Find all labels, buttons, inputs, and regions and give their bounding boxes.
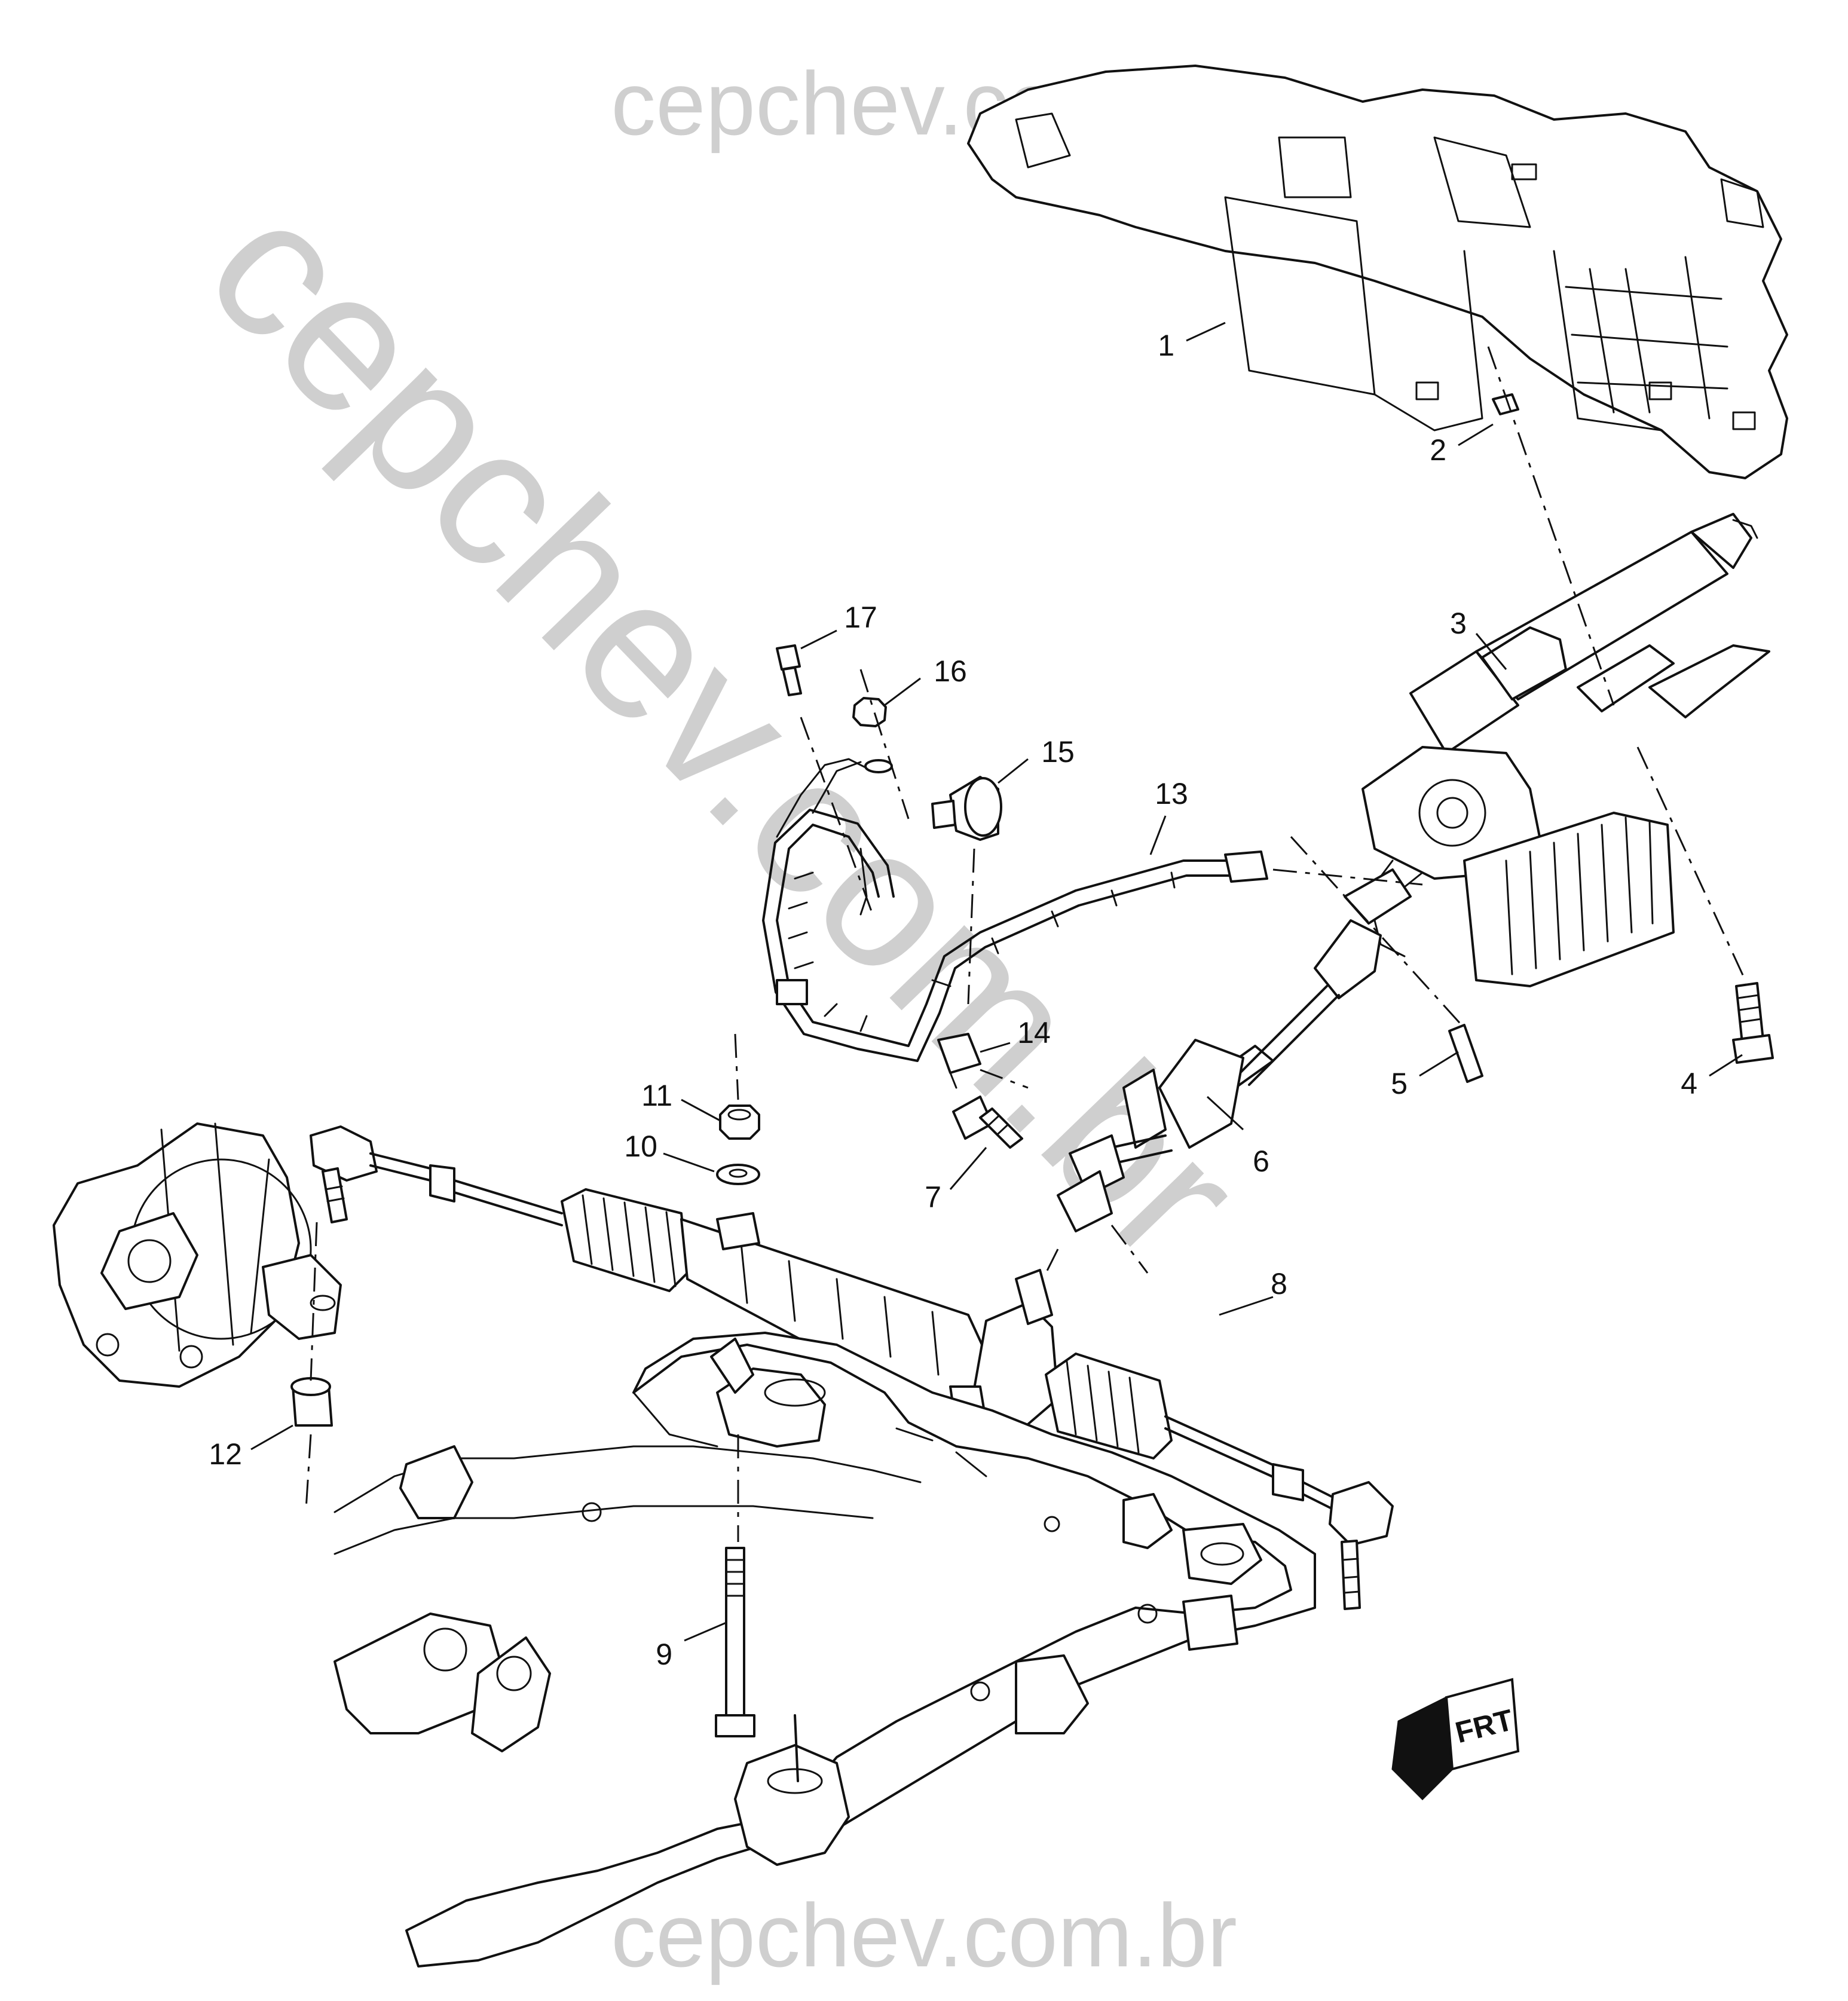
callout-10: 10	[624, 1130, 657, 1163]
callout-5: 5	[1391, 1067, 1408, 1100]
part-nut-11	[719, 1104, 760, 1140]
part-bolt-9	[715, 1547, 755, 1737]
part-subframe	[334, 1332, 1316, 1968]
part-steering-gear	[310, 1125, 1394, 1610]
part-knuckle-brake-assembly	[53, 1122, 342, 1388]
callout-16: 16	[934, 654, 967, 688]
part-bolt-7	[952, 1096, 1023, 1149]
part-steering-column	[1361, 513, 1770, 987]
part-instrument-panel-carrier	[967, 65, 1788, 479]
callout-4: 4	[1681, 1067, 1697, 1100]
part-grommet-15	[931, 776, 1002, 841]
leader-lines	[250, 322, 1743, 1642]
callout-17: 17	[844, 601, 877, 634]
callout-11: 11	[641, 1079, 672, 1112]
callout-12: 12	[209, 1437, 242, 1471]
callout-13: 13	[1155, 777, 1188, 810]
part-nut-16	[852, 697, 887, 727]
callout-3: 3	[1450, 607, 1467, 640]
callout-14: 14	[1017, 1016, 1051, 1050]
assembly-lines	[305, 346, 1746, 1542]
part-intermediate-shaft	[1057, 868, 1412, 1232]
callout-1: 1	[1158, 329, 1174, 362]
callout-6: 6	[1253, 1145, 1269, 1178]
callout-labels: 1 2 3 4 5 6 7 8 9 10 11 12 13 14 15 16 1…	[209, 329, 1697, 1671]
callout-8: 8	[1271, 1267, 1287, 1301]
callout-7: 7	[925, 1180, 941, 1214]
part-pin-5	[1448, 1024, 1483, 1083]
watermark-bottom: cepchev.com.br	[611, 1885, 1237, 1985]
part-washer-10	[716, 1164, 760, 1185]
part-wiring-harness	[762, 758, 1268, 1062]
part-bolt-4	[1732, 982, 1774, 1064]
front-direction-indicator: FRT	[1391, 1678, 1520, 1801]
part-grommet-12	[290, 1377, 333, 1427]
part-bolt-17	[776, 644, 802, 696]
callout-2: 2	[1430, 433, 1446, 467]
callout-15: 15	[1041, 735, 1075, 769]
callout-9: 9	[656, 1638, 672, 1671]
part-clip-14	[937, 1033, 981, 1089]
